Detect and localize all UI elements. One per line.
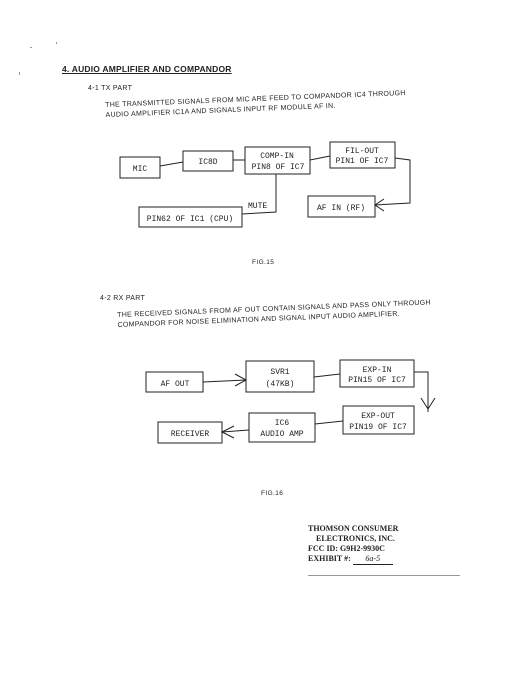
audio-amp-label: AUDIO AMP: [260, 430, 303, 439]
mute-label: MUTE: [248, 202, 267, 211]
af-out-label: AF OUT: [161, 380, 190, 389]
stamp-exhibit-row: EXHIBIT #: 6a-5: [308, 554, 468, 565]
exp-out-label: EXP-OUT: [361, 412, 395, 421]
af-in-box: [307, 195, 376, 218]
stamp-exhibit-value: 6a-5: [352, 554, 393, 565]
expout-arrowhead: [420, 397, 436, 410]
comp-in-label: COMP-IN: [260, 152, 294, 161]
afout-to-svr1-line: [202, 379, 247, 383]
fig15-label: FIG.15: [252, 259, 275, 266]
scan-speck: [30, 47, 32, 48]
ic6-box: [248, 412, 316, 443]
stamp-exhibit-label: EXHIBIT #:: [308, 554, 351, 563]
mic-to-ic8d-line: [159, 161, 184, 167]
ic6-label: IC6: [275, 419, 290, 428]
ic8d-box: [182, 150, 234, 172]
expin-to-expout-line: [414, 371, 429, 412]
mic-label: MIC: [133, 165, 148, 174]
rx-part-title: 4-2 RX PART: [100, 295, 146, 302]
ic6-to-receiver-line: [221, 429, 250, 433]
svr1-value-label: (47KB): [266, 380, 295, 389]
pin62-label: PIN62 OF IC1 (CPU): [147, 215, 233, 224]
scan-speck: [56, 42, 57, 44]
receiver-label: RECEIVER: [171, 430, 210, 439]
receiver-arrowhead: [220, 425, 235, 439]
svr1-to-expin-line: [313, 373, 341, 378]
mute-line: [241, 174, 277, 215]
fil-out-pin-label: PIN1 OF IC7: [336, 157, 389, 166]
stamp-company-line: ELECTRONICS, INC.: [316, 534, 395, 543]
stamp-fcc-id: FCC ID: G9H2-9930C: [308, 544, 385, 553]
tx-part-title: 4-1 TX PART: [88, 85, 133, 92]
mic-box: [119, 156, 161, 179]
comp-to-fil-line: [309, 155, 331, 161]
comp-in-pin-label: PIN8 OF IC7: [252, 163, 305, 172]
fcc-exhibit-stamp: THOMSON CONSUMER ELECTRONICS, INC. FCC I…: [308, 524, 468, 565]
scan-speck: [19, 72, 20, 75]
exp-out-box: [342, 405, 415, 435]
fil-to-afin-line: [374, 157, 411, 206]
stamp-company-line: THOMSON CONSUMER: [308, 524, 399, 533]
stamp-divider: [308, 575, 460, 576]
af-in-label: AF IN (RF): [317, 204, 365, 213]
fig16-label: FIG.16: [261, 490, 284, 497]
afin-arrowhead: [374, 198, 385, 212]
exp-in-label: EXP-IN: [363, 366, 392, 375]
fil-out-box: [329, 141, 396, 169]
ic8d-label: IC8D: [198, 158, 217, 167]
pin62-box: [138, 206, 243, 228]
exp-in-pin-label: PIN15 OF IC7: [348, 376, 406, 385]
exp-in-box: [339, 359, 415, 388]
svr1-label: SVR1: [270, 368, 289, 377]
svr1-arrowhead: [234, 373, 248, 387]
exp-out-pin-label: PIN19 OF IC7: [349, 423, 407, 432]
fil-out-label: FIL-OUT: [345, 147, 379, 156]
expout-to-ic6-line: [314, 420, 344, 425]
section-heading: 4. AUDIO AMPLIFIER AND COMPANDOR: [62, 64, 232, 74]
